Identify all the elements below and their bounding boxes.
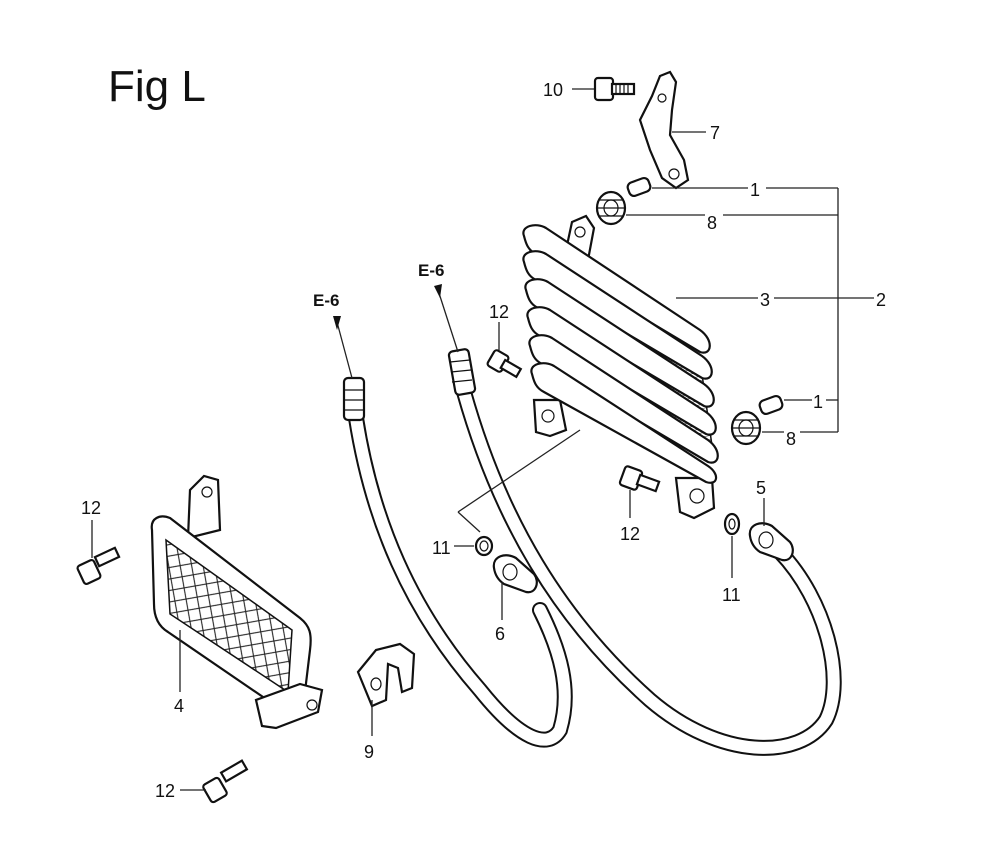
bolt-12-upper: [486, 349, 523, 379]
callout-8-upper: 8: [707, 213, 717, 233]
figure-title: Fig L: [108, 62, 206, 111]
hose-clip-9: [356, 642, 416, 708]
oil-hose-right: [447, 348, 842, 756]
callout-1-upper: 1: [750, 180, 760, 200]
callout-8-lower: 8: [786, 429, 796, 449]
bracket-7: [638, 70, 690, 190]
callout-12-middle: 12: [620, 524, 640, 544]
hose-clamp-6: [492, 554, 538, 594]
bolt-10: [593, 76, 636, 102]
callout-12-upper: 12: [489, 302, 509, 322]
callout-4: 4: [174, 696, 184, 716]
collar-1-lower: [758, 394, 784, 416]
callout-12-left: 12: [81, 498, 101, 518]
oil-hose-left: [342, 376, 573, 748]
collar-1-upper: [626, 176, 652, 198]
reference-e6-left: E-6: [313, 291, 339, 310]
callout-6: 6: [495, 624, 505, 644]
callout-7: 7: [710, 123, 720, 143]
bolt-12-bottom: [202, 759, 249, 804]
grommet-8-upper: [595, 190, 627, 226]
callout-2: 2: [876, 290, 886, 310]
cooler-guard-4: [150, 474, 324, 730]
o-ring-11-left: [474, 535, 494, 557]
o-ring-11-right: [723, 512, 741, 536]
bolt-12-middle: [618, 465, 661, 493]
bolt-12-left: [76, 546, 121, 585]
callout-11-right: 11: [722, 585, 741, 605]
oil-cooler-3: [522, 214, 719, 520]
callout-3: 3: [760, 290, 770, 310]
callout-9: 9: [364, 742, 374, 762]
grommet-8-lower: [730, 410, 762, 446]
callout-5: 5: [756, 478, 766, 498]
callout-11-left: 11: [432, 538, 451, 558]
reference-e6-right: E-6: [418, 261, 444, 280]
callout-10: 10: [543, 80, 563, 100]
hose-clamp-5: [748, 522, 794, 562]
callout-12-bottom: 12: [155, 781, 175, 801]
callout-1-lower: 1: [813, 392, 823, 412]
